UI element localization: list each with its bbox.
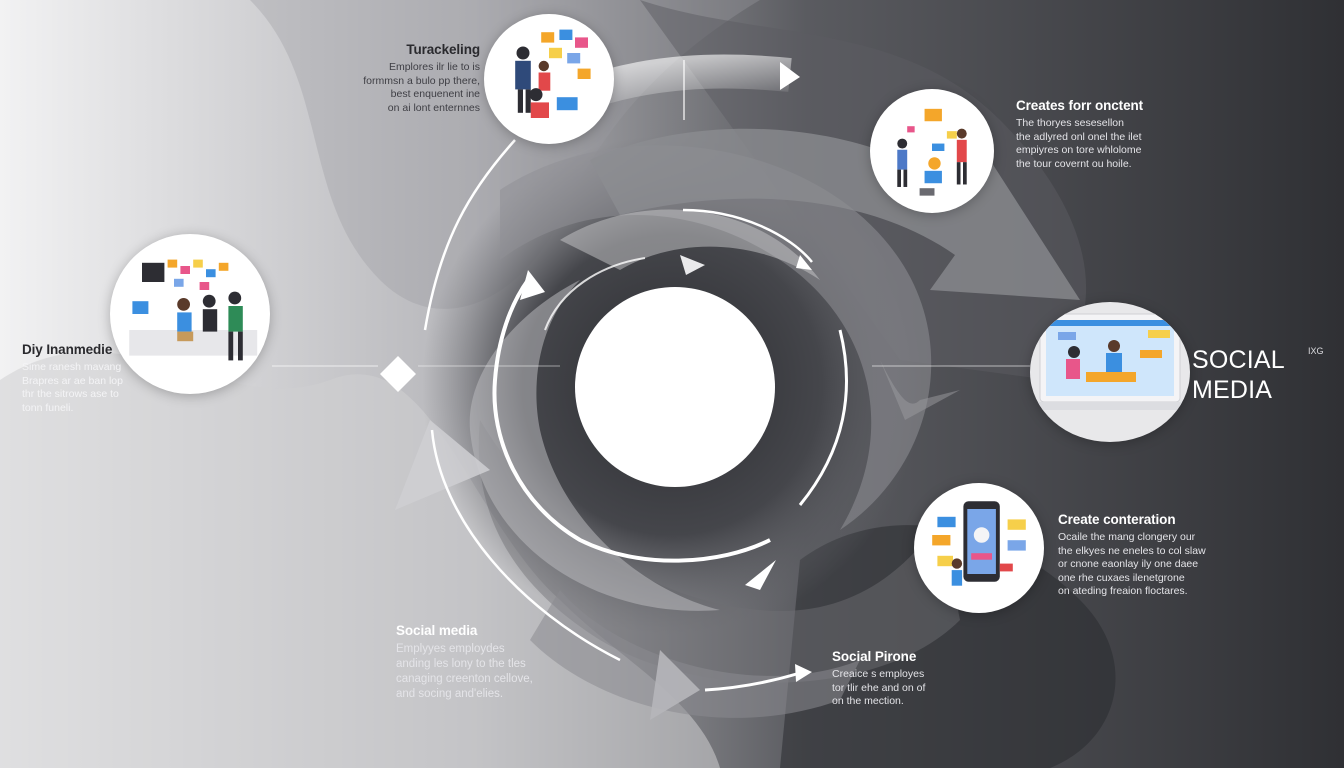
- center-hub: [575, 287, 775, 487]
- step-bottom-center-title: Social media: [396, 623, 478, 638]
- step-left-title: Diy Inanmedie: [22, 342, 113, 357]
- step-mid-right-desc: Ocaile the mang clongery our the elkyes …: [1058, 531, 1206, 597]
- step-mid-right-title: Create conteration: [1058, 512, 1176, 527]
- step-left-desc: Sime ranesh mavang Brapres ar ae ban lop…: [22, 361, 123, 414]
- team-planning-icon: [515, 29, 591, 118]
- content-team-icon: [897, 108, 967, 196]
- brand-badge: IXG: [1308, 346, 1324, 356]
- step-left-label: Diy Inanmedie Sime ranesh mavang Brapres…: [22, 342, 142, 415]
- step-top-right-desc: The thoryes sesesellon the adlyred onl o…: [1016, 117, 1142, 170]
- step-tracking-label: Turackeling Emplores ilr lie to is formm…: [330, 42, 480, 115]
- brand-line-2: MEDIA: [1192, 376, 1273, 404]
- step-bottom-right-label: Social Pirone Creaice s employes tor tli…: [832, 649, 972, 709]
- diamond-marker: [380, 356, 416, 392]
- brand-line-1: SOCIAL: [1192, 346, 1285, 374]
- laptop-illustration: [1030, 302, 1190, 442]
- content-creation-illustration: [870, 89, 994, 213]
- step-mid-right-label: Create conteration Ocaile the mang clong…: [1058, 512, 1238, 599]
- step-bottom-center-label: Social media Emplyyes employdes anding l…: [396, 623, 566, 702]
- step-top-right-title: Creates forr onctent: [1016, 98, 1144, 113]
- smartphone-icon: [932, 501, 1026, 586]
- phone-content-illustration: [914, 483, 1044, 613]
- step-tracking-title: Turackeling: [406, 42, 480, 57]
- office-meeting-illustration: [110, 234, 270, 394]
- team-planning-illustration: [484, 14, 614, 144]
- laptop-icon: [1030, 313, 1190, 410]
- step-bottom-right-title: Social Pirone: [832, 649, 917, 664]
- social-media-brand-title: SOCIAL MEDIA: [1192, 345, 1285, 405]
- step-bottom-center-desc: Emplyyes employdes anding les lony to th…: [396, 643, 533, 700]
- step-top-right-label: Creates forr onctent The thoryes sesesel…: [1016, 98, 1186, 171]
- office-meeting-icon: [129, 259, 258, 361]
- step-bottom-right-desc: Creaice s employes tor tlir ehe and on o…: [832, 668, 926, 707]
- step-tracking-desc: Emplores ilr lie to is formmsn a bulo pp…: [363, 61, 480, 114]
